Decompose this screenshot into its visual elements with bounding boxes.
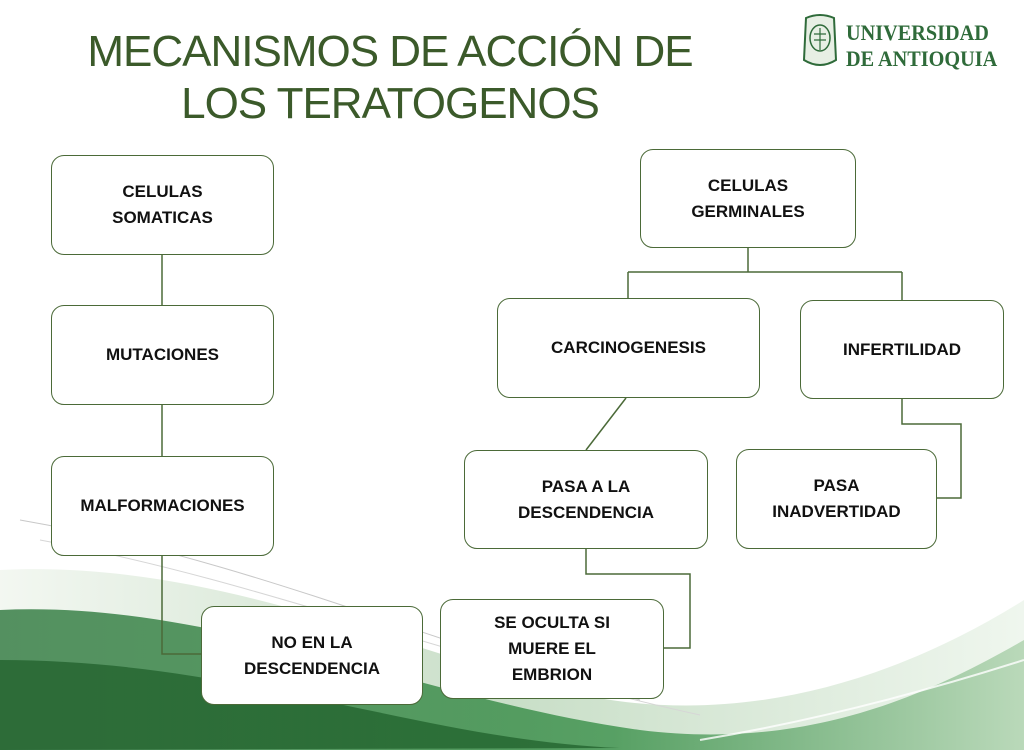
logo-line-2: DE ANTIOQUIA [846,46,998,71]
connector-infertilidad-inadvertidad [901,399,962,499]
node-malformaciones: MALFORMACIONES [51,456,274,556]
title-line-2: LOS TERATOGENOS [181,79,600,128]
connector-germinales-branch [627,248,903,300]
university-logo: UNIVERSIDAD DE ANTIOQUIA [800,12,1012,82]
connector-pasa-se-oculta [585,549,691,649]
node-se-oculta-si-muere-el-embrion: SE OCULTA SI MUERE EL EMBRION [440,599,664,699]
node-pasa-a-la-descendencia: PASA A LA DESCENDENCIA [464,450,708,549]
university-seal-icon [802,14,838,66]
node-pasa-inadvertidad: PASA INADVERTIDAD [736,449,937,549]
node-carcinogenesis: CARCINOGENESIS [497,298,760,398]
node-celulas-somaticas: CELULAS SOMATICAS [51,155,274,255]
node-infertilidad: INFERTILIDAD [800,300,1004,399]
title-line-1: MECANISMOS DE ACCIÓN DE [87,27,693,76]
node-celulas-germinales: CELULAS GERMINALES [640,149,856,248]
university-name: UNIVERSIDAD DE ANTIOQUIA [846,20,997,72]
connector-malformaciones-no-descendencia [161,556,202,655]
node-no-en-la-descendencia: NO EN LA DESCENDENCIA [201,606,423,705]
node-mutaciones: MUTACIONES [51,305,274,405]
logo-line-1: UNIVERSIDAD [846,20,989,45]
connector-carcinogenesis-pasa [585,397,627,451]
page-title: MECANISMOS DE ACCIÓN DE LOS TERATOGENOS [70,26,710,130]
